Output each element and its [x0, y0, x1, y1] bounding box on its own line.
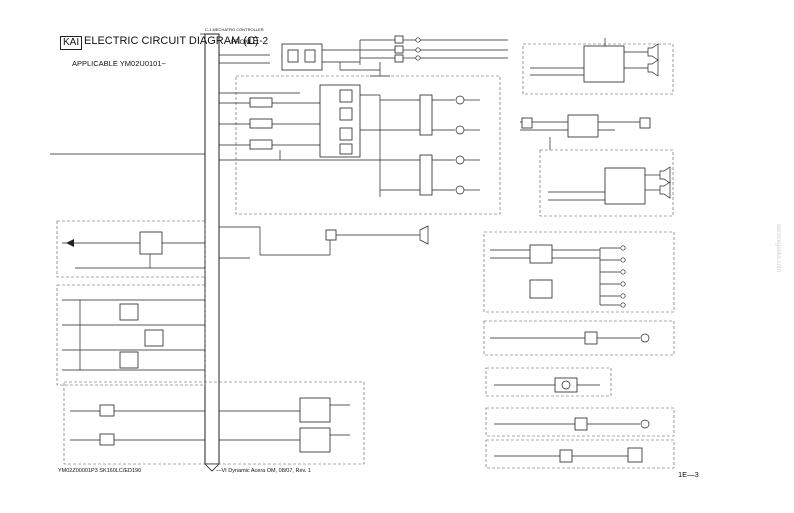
rotation-control-block [56, 284, 206, 386]
page-number: 1E—3 [678, 470, 699, 479]
rotation-circuit [62, 299, 205, 371]
engine-room-light-block [485, 407, 675, 437]
flasher-relay-circuit [219, 84, 480, 197]
breaker-control-block [56, 220, 206, 278]
fuel-pump-block [485, 367, 612, 397]
nibbler-control-block [63, 381, 365, 465]
document-description: —VI Dynamic Acera OM, 08/07, Rev. 1 [216, 468, 311, 474]
nibbler-circuit [70, 397, 350, 453]
work-light-relay-circuit [219, 35, 508, 77]
controller-label: C-1 MECHATRO CONTROLLER [205, 27, 264, 32]
tuner-circuit [530, 38, 659, 83]
europe-tuner-circuit [548, 166, 671, 205]
tuner-block [522, 43, 674, 95]
fuel-pump-circuit [494, 377, 600, 393]
extra-breaker-circuit [494, 447, 643, 463]
rotary-light-circuit [490, 331, 650, 345]
dc-dc-converter-circuit [520, 114, 651, 150]
applicable-serial: APPLICABLE YM02U0101~ [72, 59, 166, 68]
rotary-light-block [483, 320, 675, 356]
side-watermark: servicegeeks.com [775, 224, 781, 273]
header-tag: KAI [60, 36, 83, 50]
cab-work-light-circuit [490, 244, 626, 308]
document-code: YM02Z00001P3 SK160LC/ED190 [58, 468, 142, 474]
cab-work-light-block [483, 231, 675, 313]
breaker-circuit [62, 231, 205, 269]
page-title: ELECTRIC CIRCUIT DIAGRAM (C) [84, 35, 259, 47]
controller-arrow [204, 463, 220, 472]
travel-alarm-circuit [219, 225, 429, 259]
engine-room-light-circuit [494, 417, 650, 431]
controller-bar [204, 33, 220, 465]
from-label: FROM [231, 39, 251, 46]
extra-breaker-block [485, 439, 675, 469]
from-page-code: 1E-2 [247, 36, 269, 47]
europe-tuner-block [539, 149, 674, 217]
